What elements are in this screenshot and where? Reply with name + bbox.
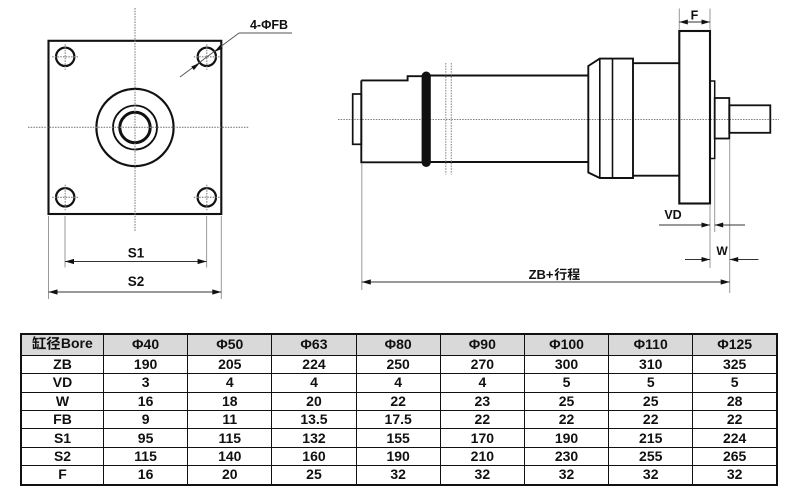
svg-text:S1: S1	[128, 246, 145, 261]
svg-text:4-ΦFB: 4-ΦFB	[250, 18, 288, 32]
svg-text:S2: S2	[128, 274, 145, 289]
svg-text:ZB+: ZB+	[529, 267, 554, 282]
svg-text:W: W	[716, 244, 728, 258]
svg-text:F: F	[691, 9, 699, 23]
svg-text:VD: VD	[664, 208, 681, 222]
